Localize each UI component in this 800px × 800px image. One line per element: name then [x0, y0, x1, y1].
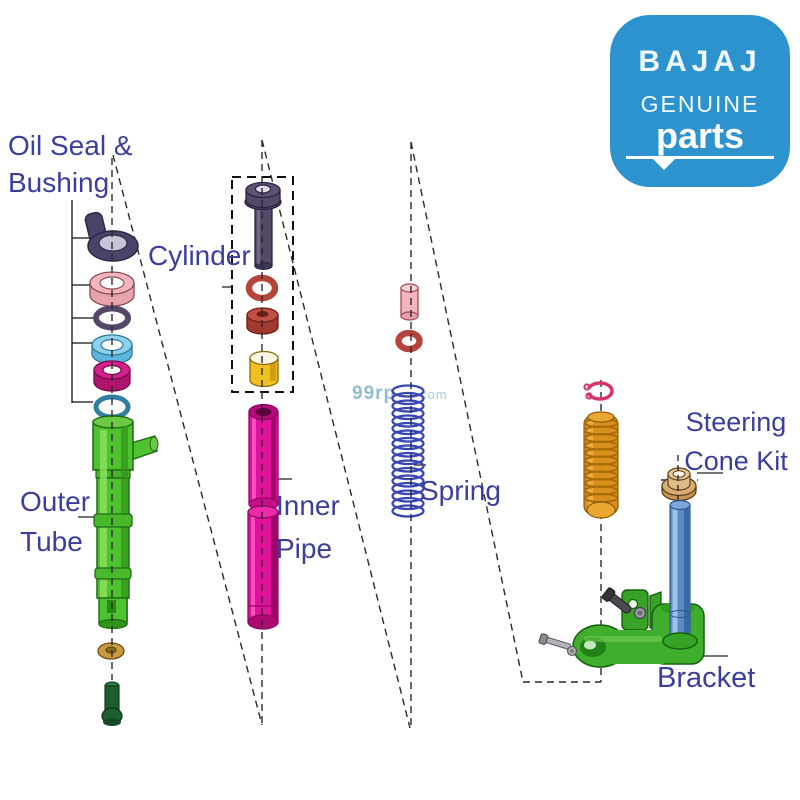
fork-spring	[391, 384, 425, 518]
logo-underline	[626, 156, 774, 159]
inner-pipe-label: Inner Pipe	[276, 490, 340, 564]
steering-cone	[661, 467, 697, 502]
cylinder-label: Cylinder	[148, 240, 251, 271]
yellow-collar	[249, 350, 279, 388]
bolt-long-gray	[538, 633, 572, 650]
logo-arrow-down-icon	[653, 159, 675, 170]
bolt-small-dark	[601, 587, 632, 614]
bracket-collar	[662, 632, 698, 650]
centerlines-front	[111, 140, 412, 729]
bajaj-genuine-parts-logo: BAJAJ GENUINE parts	[610, 15, 790, 187]
spring-label: Spring	[420, 475, 501, 506]
drain-bolt	[101, 681, 123, 726]
nut-small	[633, 606, 647, 620]
oil-seal-bushing-label: Oil Seal & Bushing	[8, 130, 133, 198]
logo-parts-text: parts	[655, 115, 745, 156]
dust-cover-spring	[583, 411, 619, 519]
oil-seal-part	[84, 211, 139, 262]
steering-stem	[669, 499, 691, 641]
cylinder-bolt	[244, 181, 282, 270]
logo-genuine-text: GENUINE	[640, 91, 760, 117]
pink-bushing-ring	[89, 271, 135, 307]
watermark: 99rp com	[352, 383, 447, 405]
steering-cone-kit-label: Steering Cone Kit	[684, 407, 788, 476]
circlip	[583, 381, 614, 401]
diagonal-leader-2	[261, 139, 411, 729]
outer-tube-part	[92, 415, 159, 630]
inner-pipe-part	[247, 403, 279, 630]
diagonal-leader-3	[410, 141, 524, 683]
watermark-text-right: com	[420, 387, 448, 402]
outer-tube-label: Outer Tube	[20, 486, 91, 557]
bracket-label: Bracket	[657, 662, 756, 694]
gold-washer	[97, 642, 125, 660]
logo-brand-text: BAJAJ	[638, 45, 762, 78]
red-o-ring-2	[395, 329, 423, 353]
watermark-text-left: 99rp	[352, 383, 397, 404]
pink-spacer	[400, 283, 419, 321]
nut-small-2	[566, 645, 578, 657]
